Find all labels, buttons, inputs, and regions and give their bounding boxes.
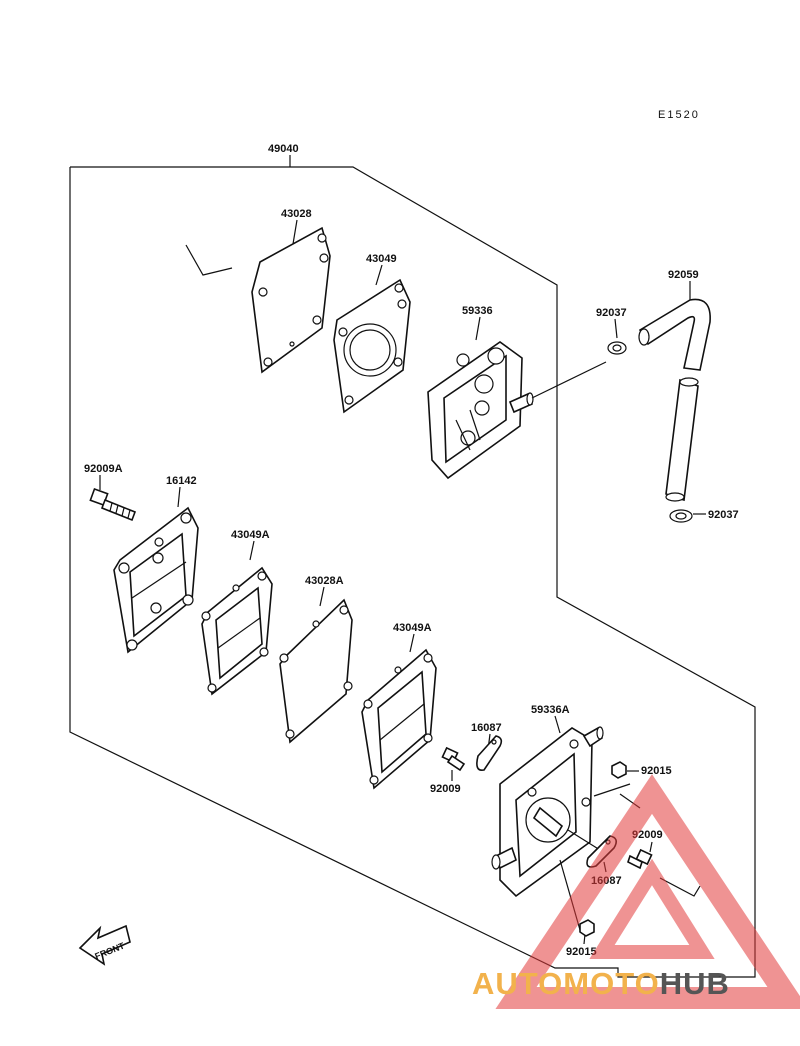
label-92059: 92059 xyxy=(668,269,699,300)
part-59336-pump-cover xyxy=(427,341,607,480)
part-16087-valve-upper xyxy=(476,735,503,772)
svg-text:92037: 92037 xyxy=(596,307,627,319)
svg-text:92015: 92015 xyxy=(641,765,672,777)
watermark-triangle-icon xyxy=(495,774,800,1009)
svg-text:43028: 43028 xyxy=(281,208,312,220)
front-arrow: FRONT xyxy=(78,924,131,966)
svg-text:16142: 16142 xyxy=(166,475,197,487)
part-92037-clip-lower xyxy=(669,509,693,523)
part-92009-screw-right xyxy=(627,848,653,870)
label-92037-lower: 92037 xyxy=(693,509,739,521)
part-43049A-diaphragm-right xyxy=(361,648,437,790)
label-92009A: 92009A xyxy=(84,463,123,490)
label-59336: 59336 xyxy=(462,305,493,341)
label-16142: 16142 xyxy=(166,475,197,508)
label-49040: 49040 xyxy=(268,143,299,167)
part-43049-diaphragm xyxy=(333,278,411,414)
watermark-logo xyxy=(495,774,800,1009)
svg-text:92059: 92059 xyxy=(668,269,699,281)
part-43049A-diaphragm-left xyxy=(201,566,273,696)
part-92015-nut-bottom xyxy=(579,919,595,937)
label-43028A: 43028A xyxy=(305,575,344,607)
direction-mark xyxy=(185,244,233,276)
part-59336A-pump-body xyxy=(491,726,641,931)
label-92037-upper: 92037 xyxy=(596,307,627,339)
svg-text:59336: 59336 xyxy=(462,305,493,317)
label-92015-right: 92015 xyxy=(627,765,672,777)
part-92009-screw-left xyxy=(441,746,466,772)
watermark-text: AUTOMOTOHUB xyxy=(472,966,730,1001)
direction-mark-lower xyxy=(659,877,701,897)
label-43028: 43028 xyxy=(281,208,312,245)
svg-text:43028A: 43028A xyxy=(305,575,344,587)
figure-code: E1520 xyxy=(658,109,700,121)
part-92037-clip-upper xyxy=(607,341,627,355)
svg-text:43049A: 43049A xyxy=(393,622,432,634)
svg-text:43049: 43049 xyxy=(366,253,397,265)
label-43049: 43049 xyxy=(366,253,397,286)
part-92009A-bolt xyxy=(89,487,137,522)
svg-text:43049A: 43049A xyxy=(231,529,270,541)
label-92009-left: 92009 xyxy=(430,770,461,795)
label-43049A-left: 43049A xyxy=(231,529,270,561)
svg-text:16087: 16087 xyxy=(471,722,502,734)
svg-text:92015: 92015 xyxy=(566,946,597,958)
svg-text:49040: 49040 xyxy=(268,143,299,155)
part-43028-gasket xyxy=(251,226,331,374)
svg-text:92009A: 92009A xyxy=(84,463,123,475)
label-59336A: 59336A xyxy=(531,704,570,734)
label-43049A-right: 43049A xyxy=(393,622,432,653)
part-43028A-gasket xyxy=(279,598,353,744)
assembly-frame xyxy=(69,166,756,978)
part-92015-nut-right xyxy=(611,761,627,779)
svg-text:59336A: 59336A xyxy=(531,704,570,716)
svg-text:92009: 92009 xyxy=(430,783,461,795)
part-16142-plate xyxy=(113,506,199,654)
part-92059-hose xyxy=(638,298,711,502)
label-92015-bottom: 92015 xyxy=(566,933,597,958)
svg-text:92037: 92037 xyxy=(708,509,739,521)
